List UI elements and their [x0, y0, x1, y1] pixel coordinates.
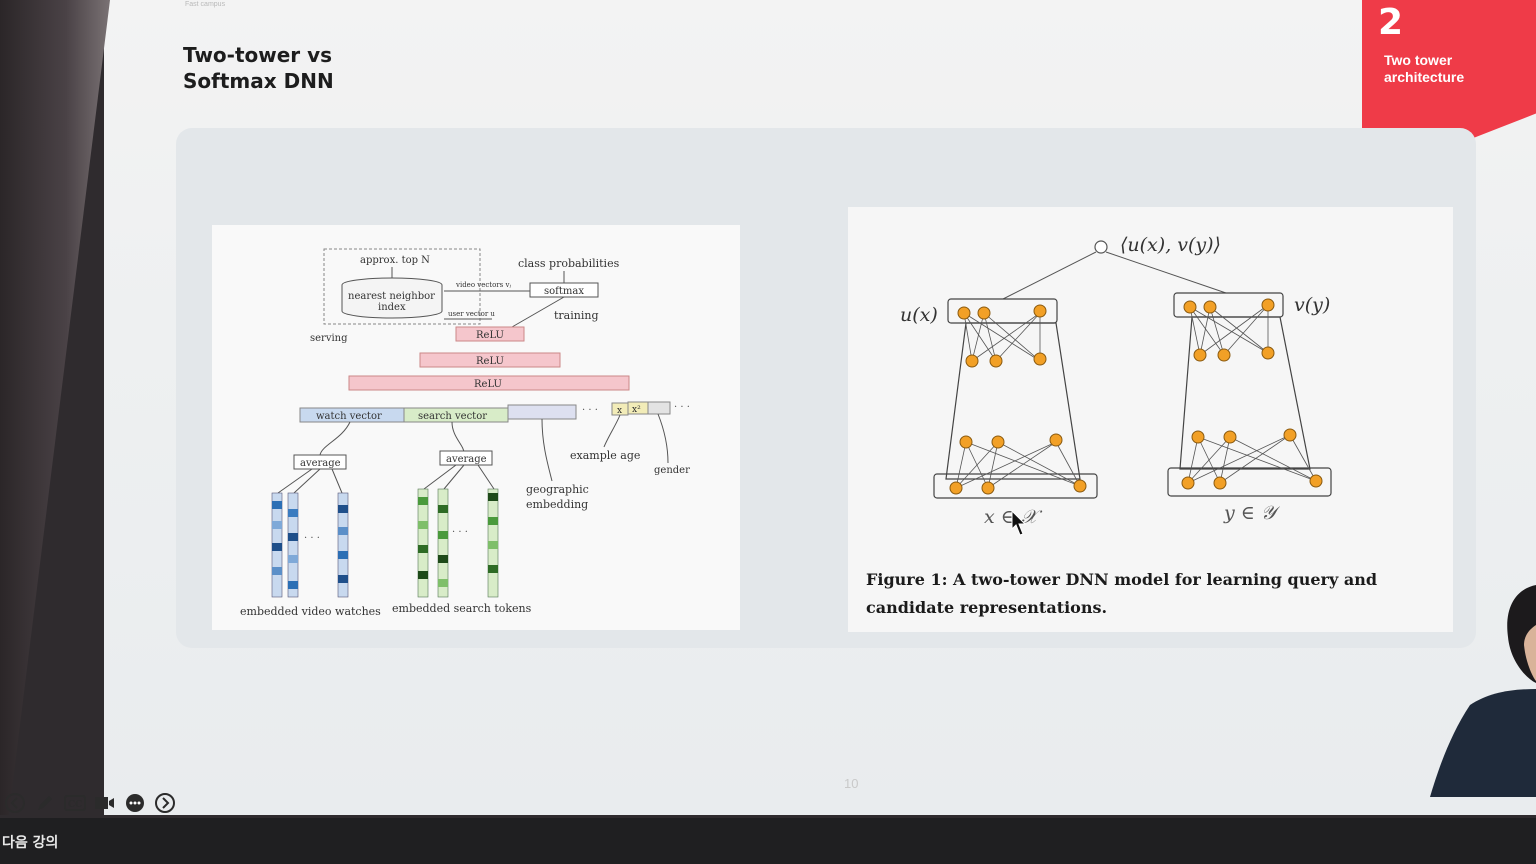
relu-label-middle: ReLU	[476, 356, 504, 367]
relu-layer-middle	[419, 352, 561, 368]
geographic-label: geographic	[526, 483, 589, 496]
inner-product-label: ⟨u(x), v(y)⟩	[1120, 234, 1221, 256]
figure-caption: Figure 1: A two-tower DNN model for lear…	[866, 570, 1378, 617]
embedding-label: embedding	[526, 498, 588, 511]
average-label-search: average	[446, 454, 487, 465]
ellipsis-2: · · ·	[674, 402, 690, 413]
mouse-cursor-icon	[1011, 509, 1027, 536]
section-label: Two tower architecture	[1384, 52, 1514, 86]
search-vector-label: search vector	[418, 411, 487, 422]
embedded-search-tokens-label: embedded search tokens	[392, 602, 532, 615]
presenter-webcam	[1430, 585, 1536, 797]
arrow-right-circle-icon	[155, 793, 175, 813]
more-options-button[interactable]	[124, 792, 146, 814]
video-camera-icon	[95, 797, 114, 809]
training-label: training	[554, 309, 598, 322]
video-watch-embeddings: · · ·	[271, 492, 349, 598]
more-circle-icon	[126, 794, 144, 812]
search-ellipsis: · · ·	[452, 527, 468, 538]
gender-label: gender	[654, 465, 690, 476]
v-of-y-label: v(y)	[1294, 294, 1330, 316]
player-bottom-bar	[0, 818, 1536, 864]
query-tower: u(x) x ∈ 𝒳	[900, 298, 1098, 528]
arrow-left-circle-icon	[5, 793, 25, 813]
next-slide-button[interactable]	[154, 792, 176, 814]
video-ellipsis: · · ·	[304, 533, 320, 544]
candidate-tower: v(y) y ∈ 𝒴	[1167, 292, 1332, 524]
serving-box	[323, 248, 481, 325]
section-number: 2	[1378, 2, 1404, 43]
slide-toolbar: CC	[4, 792, 176, 814]
slide-header-faint: Fast campus	[185, 1, 226, 8]
class-probabilities-label: class probabilities	[518, 257, 620, 270]
u-of-x-label: u(x)	[900, 304, 938, 326]
relu-label-top: ReLU	[476, 330, 504, 341]
serving-label: serving	[310, 333, 348, 344]
pen-button[interactable]	[34, 792, 56, 814]
geo-vector-cell	[507, 404, 577, 420]
search-token-embeddings: · · ·	[417, 488, 499, 598]
x2-feature-label: x²	[632, 405, 641, 415]
nearest-neighbor-label: nearest neighbor	[348, 291, 435, 302]
video-vectors-label: video vectors vⱼ	[455, 281, 511, 289]
x-feature-label: x	[617, 406, 622, 416]
softmax-dnn-diagram: approx. top N nearest neighbor index vid…	[240, 248, 690, 618]
gender-cell	[647, 401, 671, 415]
closed-caption-icon: CC	[64, 795, 86, 811]
page-number: 10	[844, 776, 859, 791]
approx-top-n-label: approx. top N	[360, 255, 430, 266]
presenter-silhouette	[1430, 585, 1536, 797]
pen-icon	[38, 796, 52, 810]
section-label-line-1: Two tower	[1384, 52, 1453, 68]
page-title: Two-tower vs Softmax DNN	[183, 42, 443, 94]
index-cylinder-body	[341, 285, 443, 319]
section-label-line-2: architecture	[1384, 69, 1465, 85]
video-button[interactable]	[94, 792, 116, 814]
average-label-watches: average	[300, 458, 341, 469]
watch-vector-label: watch vector	[316, 411, 382, 422]
two-tower-figure: ⟨u(x), v(y)⟩ u(x)	[848, 207, 1453, 632]
embedded-video-watches-label: embedded video watches	[240, 605, 381, 618]
captions-button[interactable]: CC	[64, 792, 86, 814]
title-line-2: Softmax DNN	[183, 69, 334, 93]
inner-product-node	[1094, 240, 1108, 254]
user-vector-label: user vector u	[448, 310, 495, 318]
next-lecture-button[interactable]: 다음 강의	[2, 835, 59, 851]
cc-text: CC	[68, 800, 82, 810]
softmax-dnn-figure: approx. top N nearest neighbor index vid…	[212, 225, 740, 630]
example-age-label: example age	[570, 449, 640, 462]
softmax-label: softmax	[544, 286, 584, 297]
relu-layer-bottom	[348, 375, 630, 391]
previous-slide-button[interactable]	[4, 792, 26, 814]
relu-layer-top	[455, 326, 525, 342]
relu-label-bottom: ReLU	[474, 379, 502, 390]
ellipsis-1: · · ·	[582, 405, 598, 416]
average-box-search	[439, 450, 493, 466]
title-line-1: Two-tower vs	[183, 43, 333, 67]
index-label: index	[378, 302, 406, 313]
y-in-Y-label: y ∈ 𝒴	[1223, 502, 1281, 524]
two-tower-diagram: ⟨u(x), v(y)⟩ u(x)	[900, 234, 1332, 536]
